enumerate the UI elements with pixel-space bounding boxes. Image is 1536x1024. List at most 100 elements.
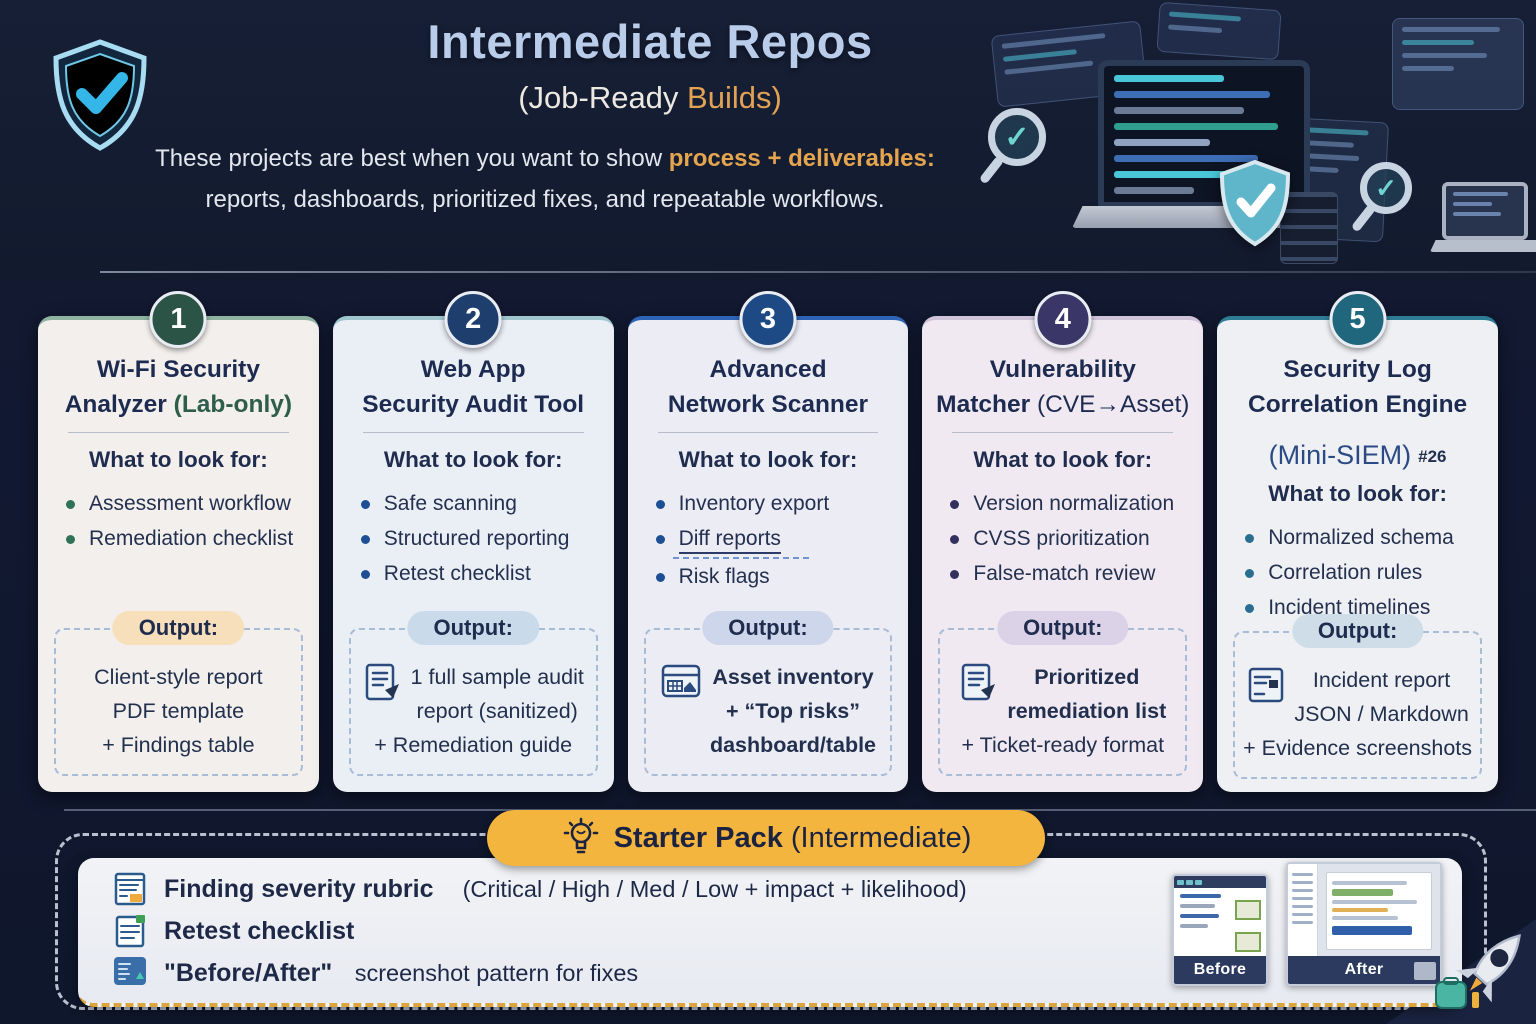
output-extra: + Remediation guide	[374, 733, 573, 757]
table-window-icon	[660, 662, 702, 762]
checklist-doc-icon	[112, 913, 148, 949]
lightbulb-icon	[563, 817, 598, 854]
thumbnail-corner	[1414, 962, 1436, 980]
thumbnail-image-box	[1235, 932, 1261, 952]
server-illustration	[1280, 192, 1338, 264]
floating-panel	[1392, 18, 1524, 110]
page-title: Intermediate Repos	[427, 15, 873, 68]
look-for-bullet: Safe scanning	[360, 492, 598, 516]
look-for-bullet: Normalized schema	[1245, 526, 1482, 550]
starter-pack-title: Starter Pack (Intermediate)	[613, 821, 972, 854]
card-title-divider	[952, 432, 1174, 433]
output-pill: Output:	[1291, 614, 1424, 648]
card-number-badge: 1	[149, 291, 207, 348]
look-for-bullet: Risk flags	[655, 565, 893, 589]
card-number-badge: 3	[739, 291, 797, 348]
look-for-bullet: Assessment workflow	[66, 492, 303, 516]
thumbnail-image-box	[1235, 900, 1261, 920]
floating-panel	[1286, 117, 1390, 243]
before-thumbnail: Before	[1172, 874, 1268, 986]
card-number-badge: 5	[1329, 291, 1387, 348]
look-for-heading: What to look for:	[383, 447, 563, 472]
starter-item-bold: Retest checklist	[164, 916, 355, 945]
thumbnail-titlebar	[1174, 876, 1266, 888]
before-label: Before	[1174, 956, 1266, 984]
look-for-bullet: Correlation rules	[1245, 561, 1482, 585]
magnifier-check-icon: ✓	[1360, 162, 1412, 214]
hero-section: Intermediate Repos (Job-Ready Builds) Th…	[0, 0, 1536, 280]
look-for-heading: What to look for:	[1268, 481, 1447, 506]
output-content: Asset inventory+ “Top risks”dashboard/ta…	[652, 660, 885, 762]
output-pill: Output:	[997, 611, 1129, 645]
starter-items: Finding severity rubric (Critical / High…	[112, 871, 967, 991]
card-title-divider	[362, 432, 584, 433]
description-accent: process + deliverables:	[668, 145, 935, 172]
rubric-doc-icon	[112, 871, 148, 907]
card-subtitle-tag: #26	[1418, 447, 1447, 466]
shield-check-badge-icon	[1219, 159, 1291, 247]
look-for-heading: What to look for:	[973, 447, 1153, 472]
look-for-bullet: CVSS prioritization	[950, 527, 1187, 551]
thumbnail-main	[1318, 864, 1440, 956]
look-for-bullet: False-match review	[950, 562, 1187, 586]
report-window-icon	[1246, 665, 1286, 731]
laptop-base-illustration	[1072, 206, 1336, 228]
card-number-badge: 4	[1034, 291, 1092, 348]
card-title-divider	[67, 432, 289, 433]
starter-item-rest: (Critical / High / Med / Low + impact + …	[449, 875, 967, 902]
card-subtitle: (Mini-SIEM)#26	[1268, 440, 1447, 470]
output-pill: Output:	[702, 611, 834, 645]
document-pen-icon	[363, 662, 403, 728]
rocket-icon	[1435, 934, 1521, 1009]
starter-item-rest: screenshot pattern for fixes	[348, 959, 639, 986]
look-for-heading: What to look for:	[678, 447, 858, 472]
starter-item-bold: "Before/After"	[164, 958, 333, 987]
subtitle-accent: Builds)	[687, 80, 782, 115]
after-thumbnail: After	[1286, 862, 1442, 986]
output-extra: + Ticket-ready format	[961, 733, 1165, 757]
shield-check-icon	[53, 39, 147, 151]
screenshot-icon	[112, 955, 148, 991]
output-box: Output: Asset inventory+ “Top risks”dash…	[643, 611, 893, 776]
floating-panel	[1156, 1, 1282, 61]
card-number-badge: 2	[444, 291, 502, 348]
floating-panel	[1128, 147, 1244, 213]
look-for-heading: What to look for:	[89, 447, 268, 472]
document-pen-icon	[959, 662, 999, 728]
starter-pack-heading: Starter Pack (Intermediate)	[487, 810, 1045, 866]
small-laptop-illustration	[1442, 182, 1528, 240]
card-title-divider	[657, 432, 879, 433]
page-subtitle: (Job-Ready Builds)	[518, 80, 782, 115]
look-for-bullet: Inventory export	[655, 492, 893, 516]
output-extra: + Evidence screenshots	[1243, 736, 1473, 760]
starter-item: Retest checklist	[112, 913, 967, 949]
hero-divider	[100, 271, 1536, 273]
output-pill: Output:	[407, 611, 539, 645]
look-for-bullet: Retest checklist	[360, 562, 598, 586]
output-pill: Output:	[112, 611, 245, 645]
small-laptop-base	[1430, 240, 1536, 252]
starter-item-bold: Finding severity rubric	[164, 874, 434, 903]
look-for-bullet: Structured reporting	[360, 527, 598, 551]
starter-item: Finding severity rubric (Critical / High…	[112, 871, 967, 907]
